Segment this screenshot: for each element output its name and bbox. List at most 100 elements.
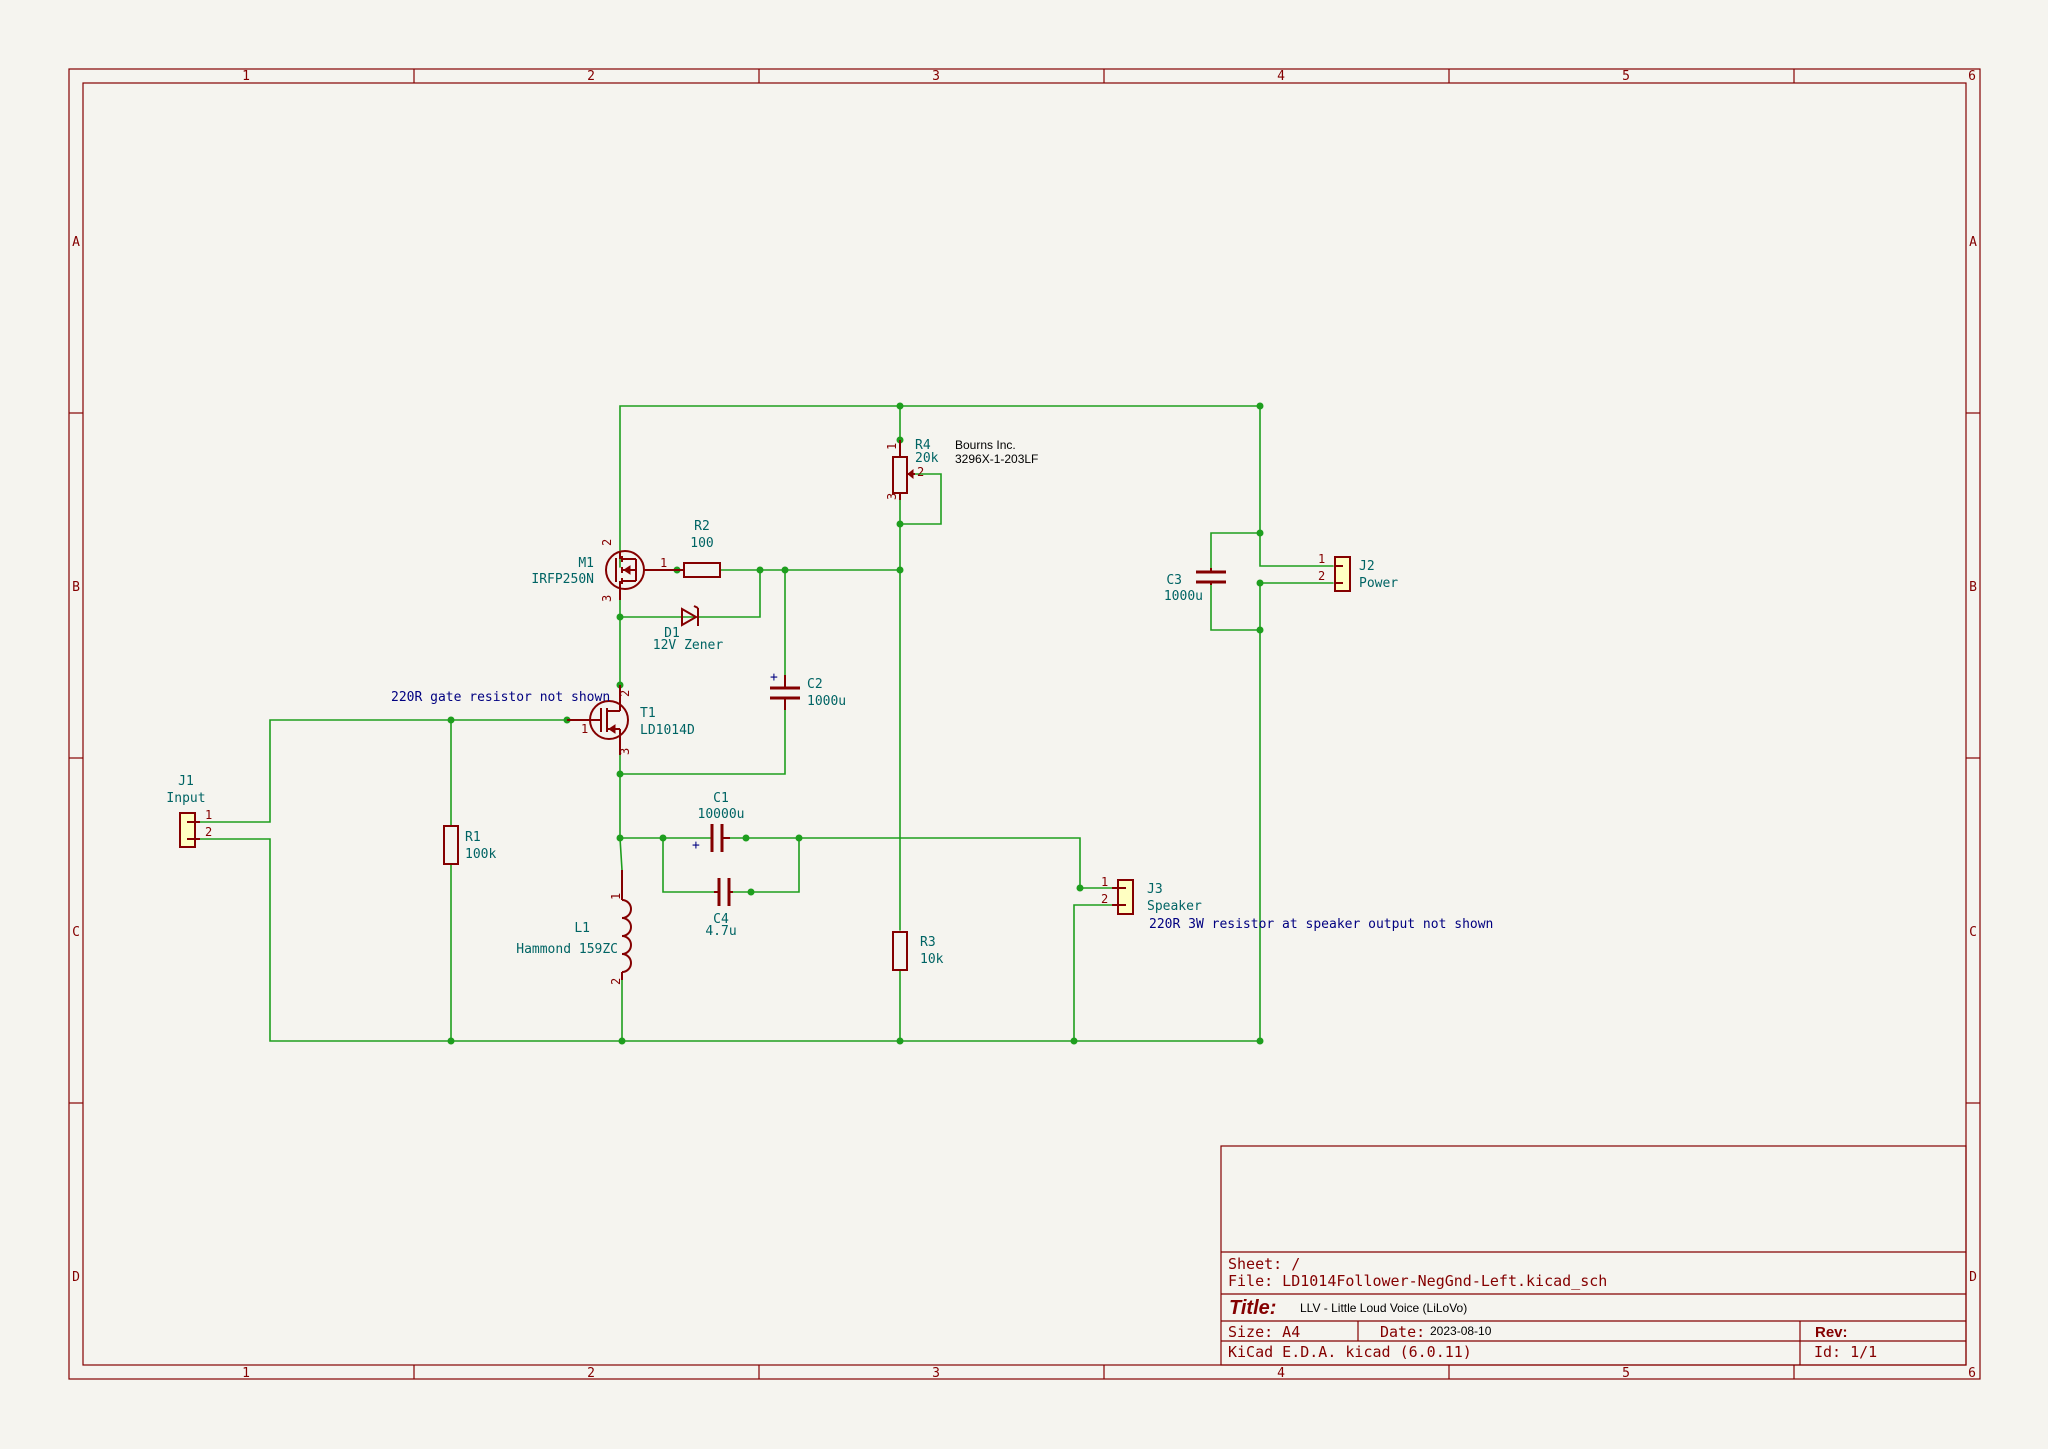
l1-ref: L1: [574, 921, 590, 936]
wire-d1[interactable]: [619, 569, 761, 618]
zone-row-c-right: C: [1969, 925, 1977, 940]
c2-polarity: +: [770, 670, 778, 685]
transistor-t1[interactable]: T1 LD1014D 1 2 3: [567, 685, 695, 755]
inductor-l1[interactable]: L1 Hammond 159ZC 1 2: [516, 870, 632, 985]
wire-c3-top[interactable]: [1210, 532, 1261, 569]
zone-col-1-bottom: 1: [242, 1366, 250, 1381]
l1-pin2: 2: [609, 978, 623, 985]
zone-col-5-bottom: 5: [1622, 1366, 1630, 1381]
r1-value: 100k: [465, 847, 496, 862]
tb-sheet: Sheet: /: [1228, 1255, 1300, 1273]
zone-row-a-left: A: [72, 235, 80, 250]
t1-pin3: 3: [618, 748, 632, 755]
tb-title-label: Title:: [1229, 1297, 1276, 1319]
zone-row-d-right: D: [1969, 1270, 1977, 1285]
note-gate-resistor: 220R gate resistor not shown: [391, 690, 610, 705]
tb-date: 2023-08-10: [1430, 1324, 1492, 1338]
tb-file: File: LD1014Follower-NegGnd-Left.kicad_s…: [1228, 1272, 1607, 1290]
connector-j3[interactable]: J3 Speaker 1 2: [1101, 875, 1202, 915]
c4-value: 4.7u: [705, 924, 736, 939]
wire-c4-left[interactable]: [662, 837, 715, 893]
capacitor-c4[interactable]: C4 4.7u: [705, 878, 737, 939]
wire-c3-bottom[interactable]: [1210, 584, 1261, 631]
drawing-frame: 1 2 3 4 5 6 1 2 3 4 5 6 A B C D A B C D: [68, 68, 1981, 1381]
tb-generator: KiCad E.D.A. kicad (6.0.11): [1228, 1343, 1472, 1361]
r4-pin3: 3: [885, 493, 899, 500]
j3-pin1: 1: [1101, 875, 1108, 889]
capacitor-c1[interactable]: C1 10000u +: [692, 791, 744, 853]
resistor-r1[interactable]: R1 100k: [443, 825, 496, 865]
wire-c2-bottom[interactable]: [619, 709, 786, 775]
r2-ref: R2: [694, 519, 710, 534]
connector-j1[interactable]: J1 Input 1 2: [166, 774, 212, 848]
wire-l1-top[interactable]: [619, 837, 623, 871]
zone-col-3-top: 3: [932, 69, 940, 84]
junctions: [447, 402, 1264, 1045]
r4-manufacturer: Bourns Inc.: [955, 438, 1016, 452]
m1-pin2: 2: [600, 539, 614, 546]
potentiometer-r4[interactable]: R4 20k Bourns Inc. 3296X-1-203LF 1 2 3: [885, 438, 1038, 500]
mosfet-m1[interactable]: M1 IRFP250N 1 2 3: [531, 539, 684, 602]
j3-value: Speaker: [1147, 899, 1202, 914]
zone-col-4-bottom: 4: [1277, 1366, 1285, 1381]
zone-col-1-top: 1: [242, 69, 250, 84]
wire-power-pos[interactable]: [1259, 532, 1334, 567]
j3-ref: J3: [1147, 882, 1163, 897]
t1-pin2: 2: [618, 690, 632, 697]
j1-pin1: 1: [205, 808, 212, 822]
wire-top-rail[interactable]: [619, 405, 1261, 568]
diode-d1[interactable]: D1 12V Zener: [653, 605, 724, 653]
j2-pin1: 1: [1318, 552, 1325, 566]
zone-col-6-top: 6: [1968, 69, 1976, 84]
l1-pin1: 1: [609, 893, 623, 900]
r3-ref: R3: [920, 935, 936, 950]
j2-ref: J2: [1359, 559, 1375, 574]
r4-value: 20k: [915, 451, 939, 466]
d1-value: 12V Zener: [653, 638, 724, 653]
wire-speaker-neg[interactable]: [1073, 904, 1113, 1042]
zone-col-5-top: 5: [1622, 69, 1630, 84]
tb-size: Size: A4: [1228, 1323, 1300, 1341]
t1-ref: T1: [640, 706, 656, 721]
r4-part: 3296X-1-203LF: [955, 452, 1038, 466]
l1-value: Hammond 159ZC: [516, 942, 618, 957]
r3-value: 10k: [920, 952, 944, 967]
m1-pin3: 3: [600, 595, 614, 602]
zone-row-b-right: B: [1969, 580, 1977, 595]
tb-id: Id: 1/1: [1814, 1343, 1877, 1361]
j1-value: Input: [166, 791, 205, 806]
tb-date-label: Date:: [1380, 1323, 1425, 1341]
r2-value: 100: [690, 536, 713, 551]
zone-col-2-bottom: 2: [587, 1366, 595, 1381]
connector-j2[interactable]: J2 Power 1 2: [1318, 552, 1398, 592]
m1-value: IRFP250N: [531, 572, 594, 587]
m1-ref: M1: [578, 556, 594, 571]
m1-pin1: 1: [660, 556, 667, 570]
c3-value: 1000u: [1164, 589, 1203, 604]
capacitor-c2[interactable]: C2 1000u +: [770, 670, 846, 710]
resistor-r3[interactable]: R3 10k: [892, 931, 944, 971]
wire-input[interactable]: [199, 719, 568, 823]
j2-pin2: 2: [1318, 569, 1325, 583]
j2-value: Power: [1359, 576, 1398, 591]
wire-c4-right[interactable]: [732, 837, 800, 893]
j3-pin2: 2: [1101, 892, 1108, 906]
r4-pin2: 2: [917, 465, 924, 479]
c3-ref: C3: [1166, 573, 1182, 588]
zone-col-2-top: 2: [587, 69, 595, 84]
c1-polarity: +: [692, 838, 700, 853]
resistor-r2[interactable]: R2 100: [683, 519, 721, 578]
t1-pin1: 1: [581, 722, 588, 736]
t1-value: LD1014D: [640, 723, 695, 738]
wire-power-neg[interactable]: [1259, 582, 1334, 1042]
zone-col-6-bottom: 6: [1968, 1366, 1976, 1381]
r4-ref: R4: [915, 438, 931, 453]
j1-ref: J1: [178, 774, 194, 789]
capacitor-c3[interactable]: C3 1000u: [1164, 568, 1226, 604]
wire-r4-wiper[interactable]: [899, 473, 942, 525]
wire-ground-rail[interactable]: [199, 838, 1261, 1042]
c2-value: 1000u: [807, 694, 846, 709]
wire-c1-right[interactable]: [729, 837, 1113, 889]
r4-pin1: 1: [885, 443, 899, 450]
